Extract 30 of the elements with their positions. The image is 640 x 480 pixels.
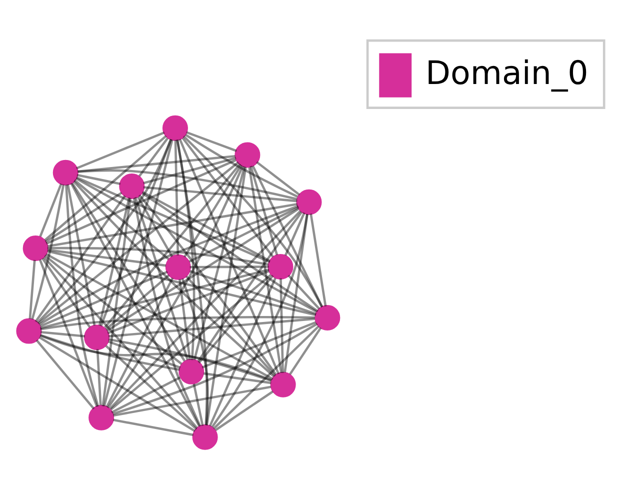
- node-circle: [270, 372, 296, 398]
- node-circle: [314, 304, 340, 330]
- connector: [142, 192, 318, 312]
- node-circle: [84, 324, 110, 350]
- node-circle: [234, 142, 260, 168]
- connector: [104, 163, 241, 328]
- node-circle: [88, 404, 114, 430]
- connector: [112, 322, 318, 415]
- node-circle: [296, 189, 322, 215]
- connector: [105, 345, 198, 430]
- node-circle: [178, 358, 204, 384]
- connector: [44, 135, 167, 242]
- connector: [43, 256, 198, 429]
- connector: [70, 182, 200, 427]
- connector: [184, 134, 298, 198]
- node-circle: [119, 173, 145, 199]
- connector: [76, 178, 317, 313]
- node-circle: [22, 236, 48, 262]
- connector: [38, 336, 196, 432]
- connector: [71, 182, 186, 362]
- legend-label: Domain_0: [426, 54, 588, 92]
- connector: [252, 165, 324, 308]
- connector: [44, 254, 182, 365]
- node-circle: [162, 115, 188, 141]
- node-circle: [52, 160, 78, 186]
- node-circle: [268, 254, 294, 280]
- node-circle: [165, 254, 191, 280]
- connector: [212, 325, 320, 430]
- node-circle: [192, 424, 218, 450]
- node-circle: [16, 318, 42, 344]
